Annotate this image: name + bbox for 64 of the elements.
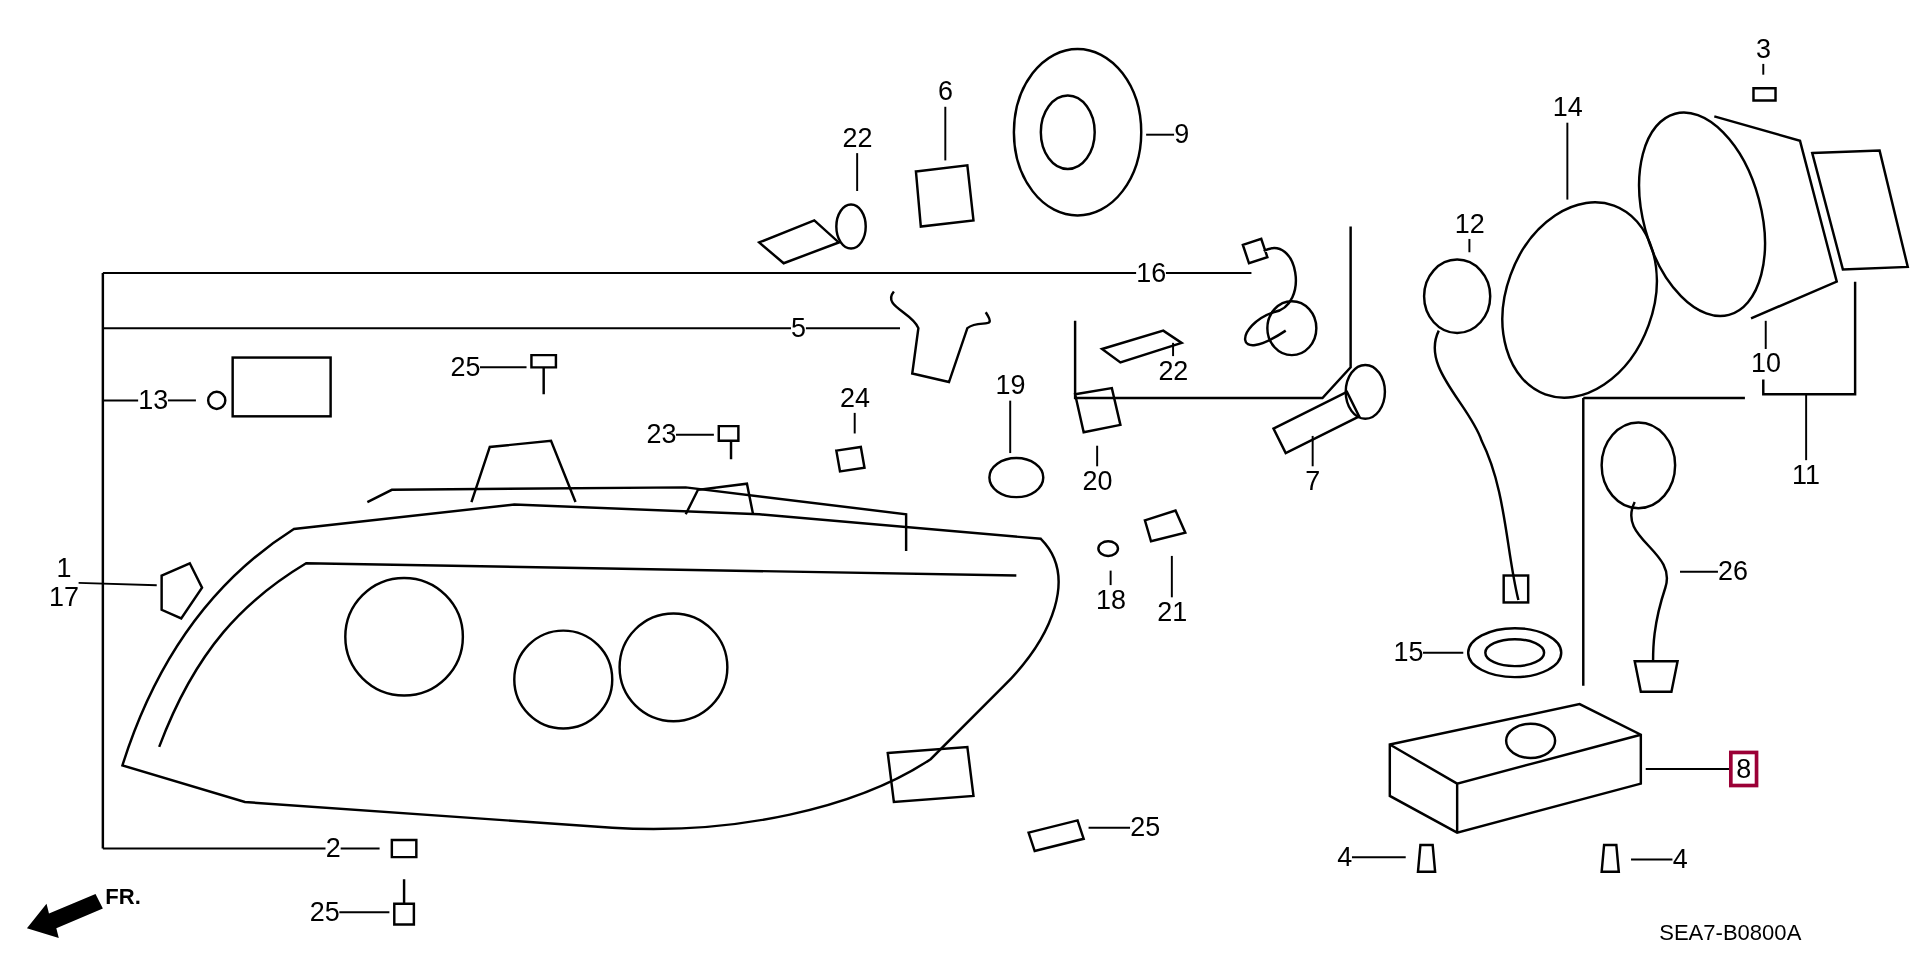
leader-line <box>1644 768 1730 770</box>
leader-line <box>1764 319 1767 350</box>
highlight-frame <box>1729 750 1759 788</box>
callout-number: 26 <box>1717 557 1748 587</box>
leader-line <box>101 847 327 850</box>
leader-line <box>338 911 391 914</box>
callout-number: 17 <box>49 582 79 613</box>
callout-number: 24 <box>840 383 870 413</box>
leader-line <box>1009 399 1012 455</box>
leader-line <box>1805 393 1808 462</box>
leader-line <box>1170 554 1173 599</box>
callout-number: 1 <box>56 553 72 583</box>
callout-number: 9 <box>1174 120 1190 150</box>
leader-line <box>479 366 528 369</box>
leader-line <box>1679 570 1719 573</box>
callout-number: 12 <box>1454 209 1485 239</box>
leader-line <box>101 399 140 402</box>
leader-line <box>1164 272 1253 275</box>
leader-line <box>1566 121 1569 201</box>
leader-line <box>1350 856 1407 859</box>
leader-line <box>1145 133 1176 136</box>
callout-number: 20 <box>1082 466 1113 496</box>
callout-number: 25 <box>309 897 340 927</box>
callout-number: 2 <box>325 833 341 864</box>
callout-number: 23 <box>646 420 677 450</box>
leader-line <box>166 399 197 402</box>
callout-number: 21 <box>1157 597 1188 627</box>
leader-line <box>1172 341 1175 358</box>
leader-line <box>1087 826 1132 829</box>
callout-number: 3 <box>1755 34 1771 64</box>
callout-number: 7 <box>1305 466 1321 496</box>
callout-number: 4 <box>1672 844 1688 875</box>
callout-number: 16 <box>1136 258 1167 288</box>
drawing-code: SEA7-B0800A <box>1659 920 1802 947</box>
callout-number: 11 <box>1792 460 1821 490</box>
callout-number: 8 <box>1736 754 1752 784</box>
callout-number: 6 <box>937 77 953 107</box>
leader-line <box>1311 434 1314 468</box>
leader-line <box>339 847 381 850</box>
leader-line <box>101 327 792 330</box>
callout-number: 10 <box>1751 349 1781 379</box>
leader-line <box>1630 858 1674 861</box>
leader-line <box>856 152 859 192</box>
callout-number: 5 <box>791 313 807 343</box>
fr-text: FR. <box>105 884 141 910</box>
callout-number: 15 <box>1393 637 1424 668</box>
callout-number: 22 <box>842 123 873 154</box>
leader-line <box>1096 444 1099 468</box>
callout-number: 19 <box>995 371 1026 401</box>
callout-number: 18 <box>1095 585 1126 615</box>
leader-line <box>101 272 1138 275</box>
leader-line <box>804 327 901 330</box>
callout-number: 25 <box>1130 813 1161 843</box>
leader-line <box>944 105 947 162</box>
callout-number: 4 <box>1337 842 1353 872</box>
leader-line <box>853 411 856 435</box>
callout-number: 14 <box>1552 93 1583 123</box>
callout-number: 13 <box>138 385 169 416</box>
callout-number: 25 <box>450 352 481 383</box>
leader-line <box>1109 569 1112 587</box>
leader-line <box>1762 62 1765 76</box>
callout-number: 22 <box>1158 356 1189 386</box>
leader-line <box>77 581 158 587</box>
leader-line <box>1468 237 1471 254</box>
